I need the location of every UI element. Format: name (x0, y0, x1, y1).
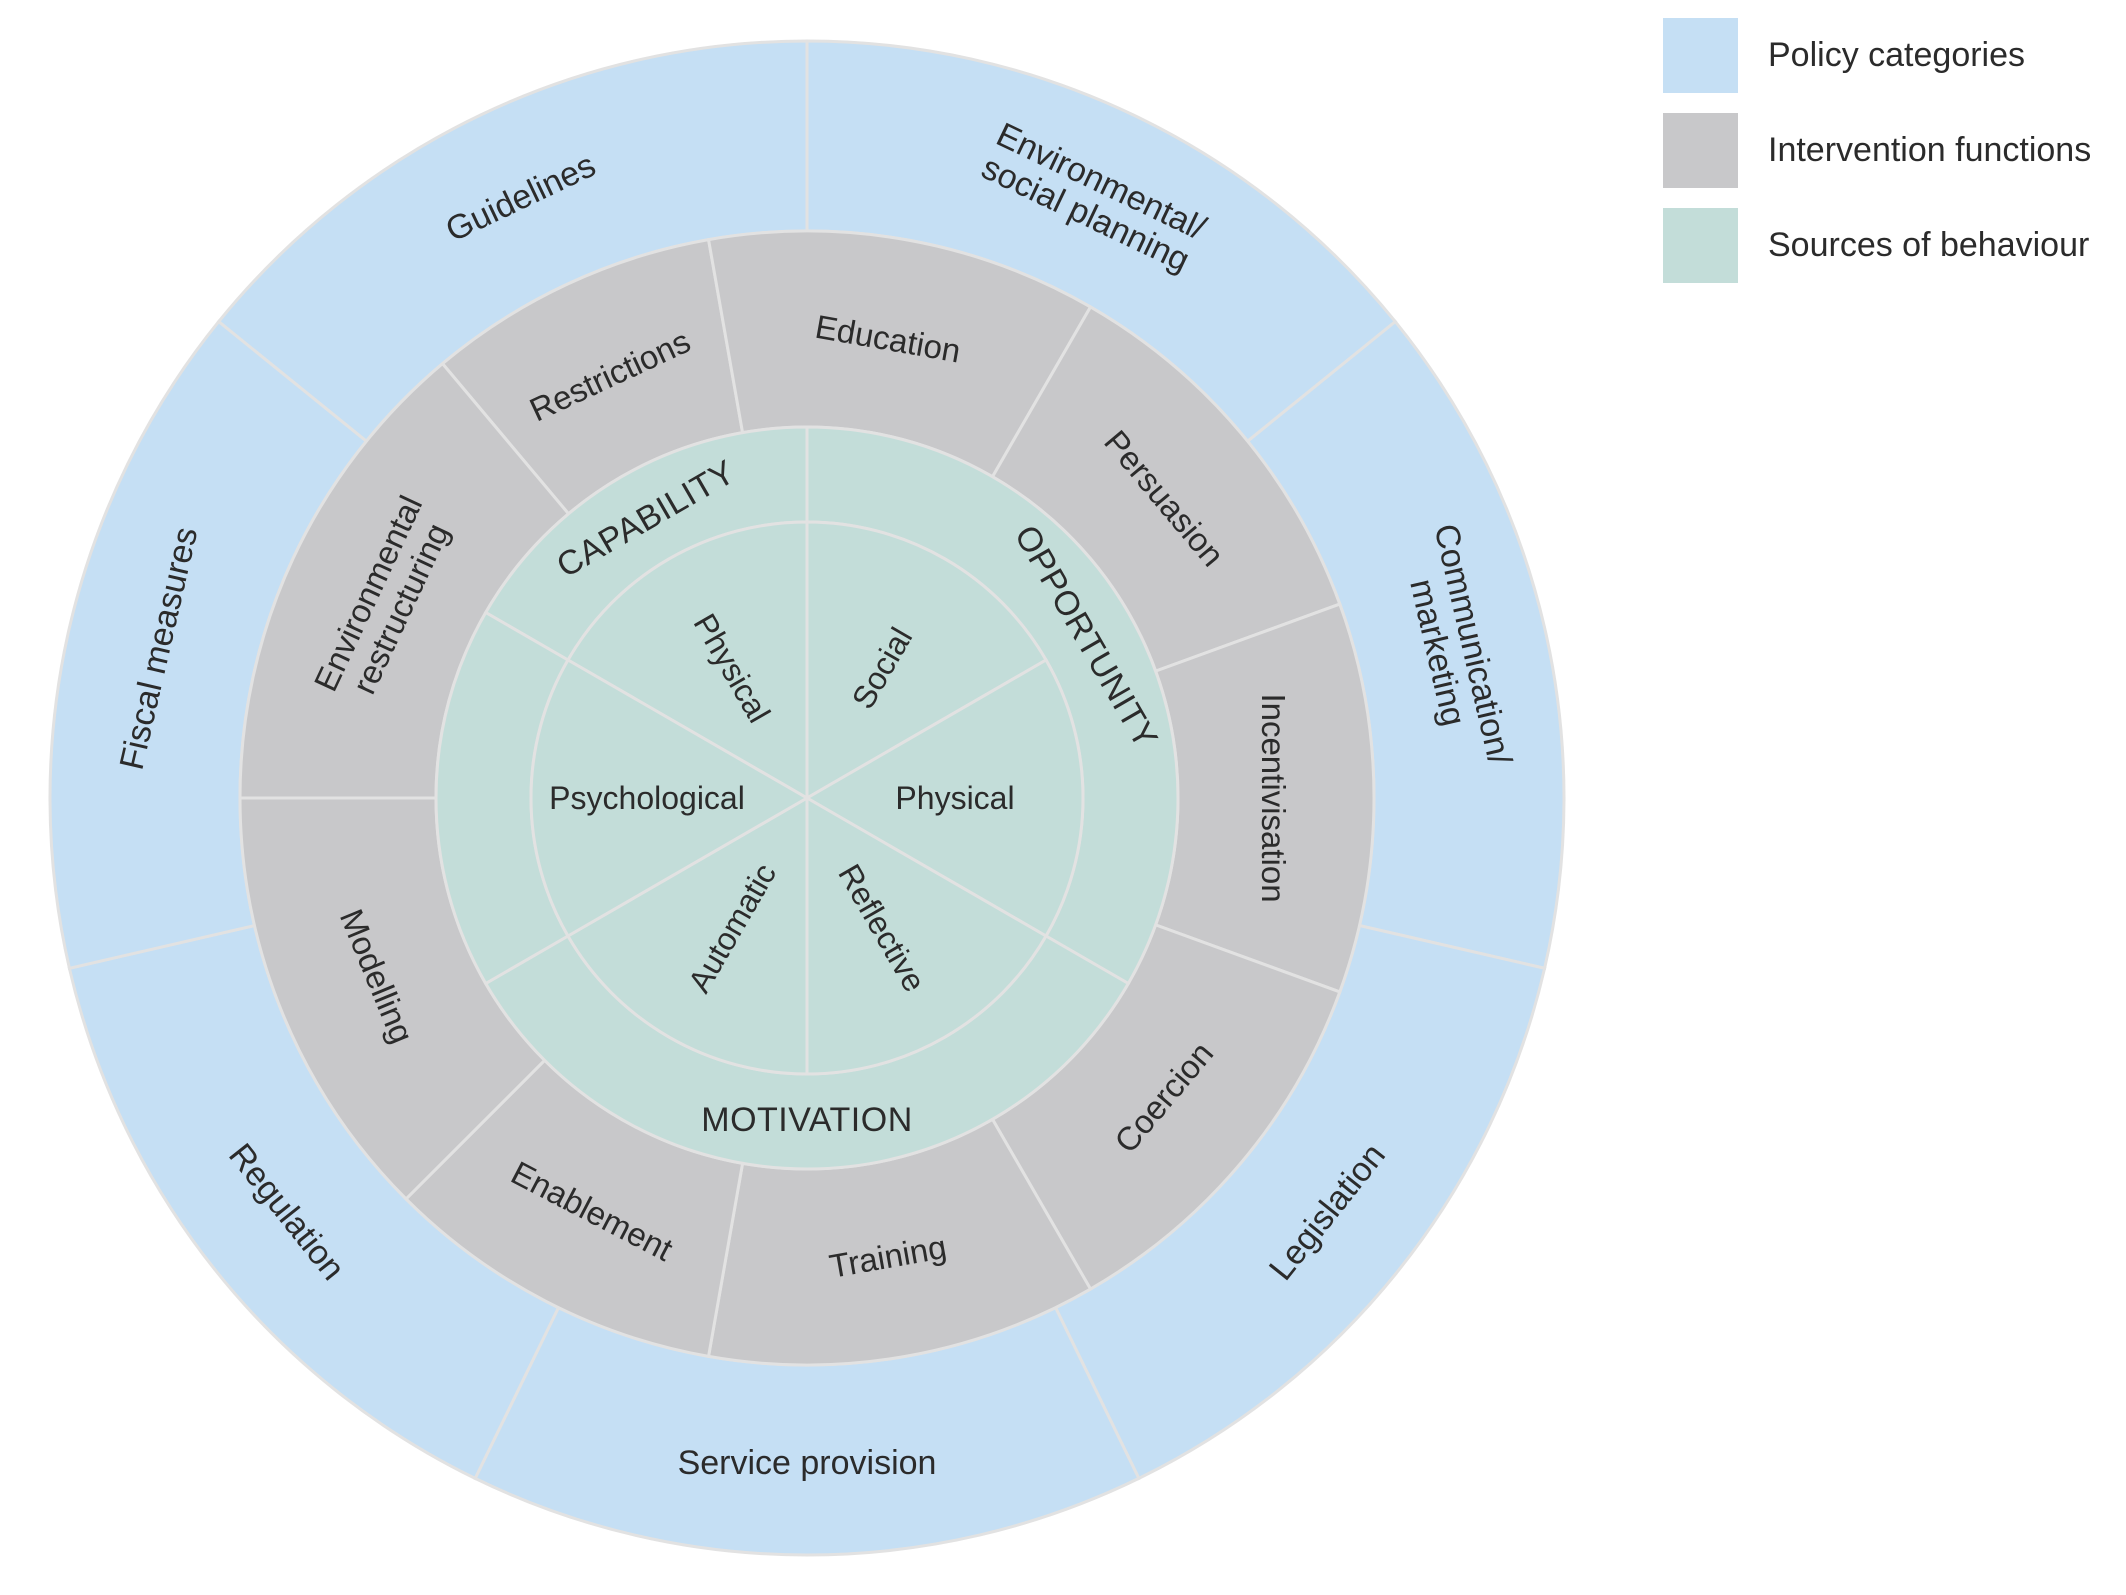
legend-swatch (1663, 208, 1738, 283)
legend-item-policy: Policy categories (1663, 18, 2091, 93)
sub-component-slice (565, 795, 809, 1076)
sub-component-label: Physical (895, 780, 1014, 816)
policy-label: Service provision (678, 1444, 937, 1482)
source-component-label: MOTIVATION (701, 1101, 913, 1139)
sub-component-slice (805, 795, 1049, 1076)
legend-item-intervention: Intervention functions (1663, 113, 2091, 188)
legend-label: Policy categories (1768, 36, 2026, 74)
sub-component-label: Psychological (549, 780, 745, 816)
legend: Policy categories Intervention functions… (1663, 18, 2091, 303)
source-core (529, 520, 1085, 1076)
intervention-ring (238, 229, 1376, 1367)
legend-label: Sources of behaviour (1768, 226, 2090, 264)
sub-component-slice (529, 657, 810, 939)
legend-label: Intervention functions (1768, 131, 2092, 169)
legend-swatch (1663, 18, 1738, 93)
sub-component-slice (805, 520, 1049, 801)
legend-item-source: Sources of behaviour (1663, 208, 2091, 283)
legend-swatch (1663, 113, 1738, 188)
sub-component-slice (565, 520, 809, 801)
policy-ring (48, 39, 1566, 1557)
intervention-label: Incentivisation (1255, 693, 1292, 902)
sub-component-slice (804, 657, 1085, 939)
